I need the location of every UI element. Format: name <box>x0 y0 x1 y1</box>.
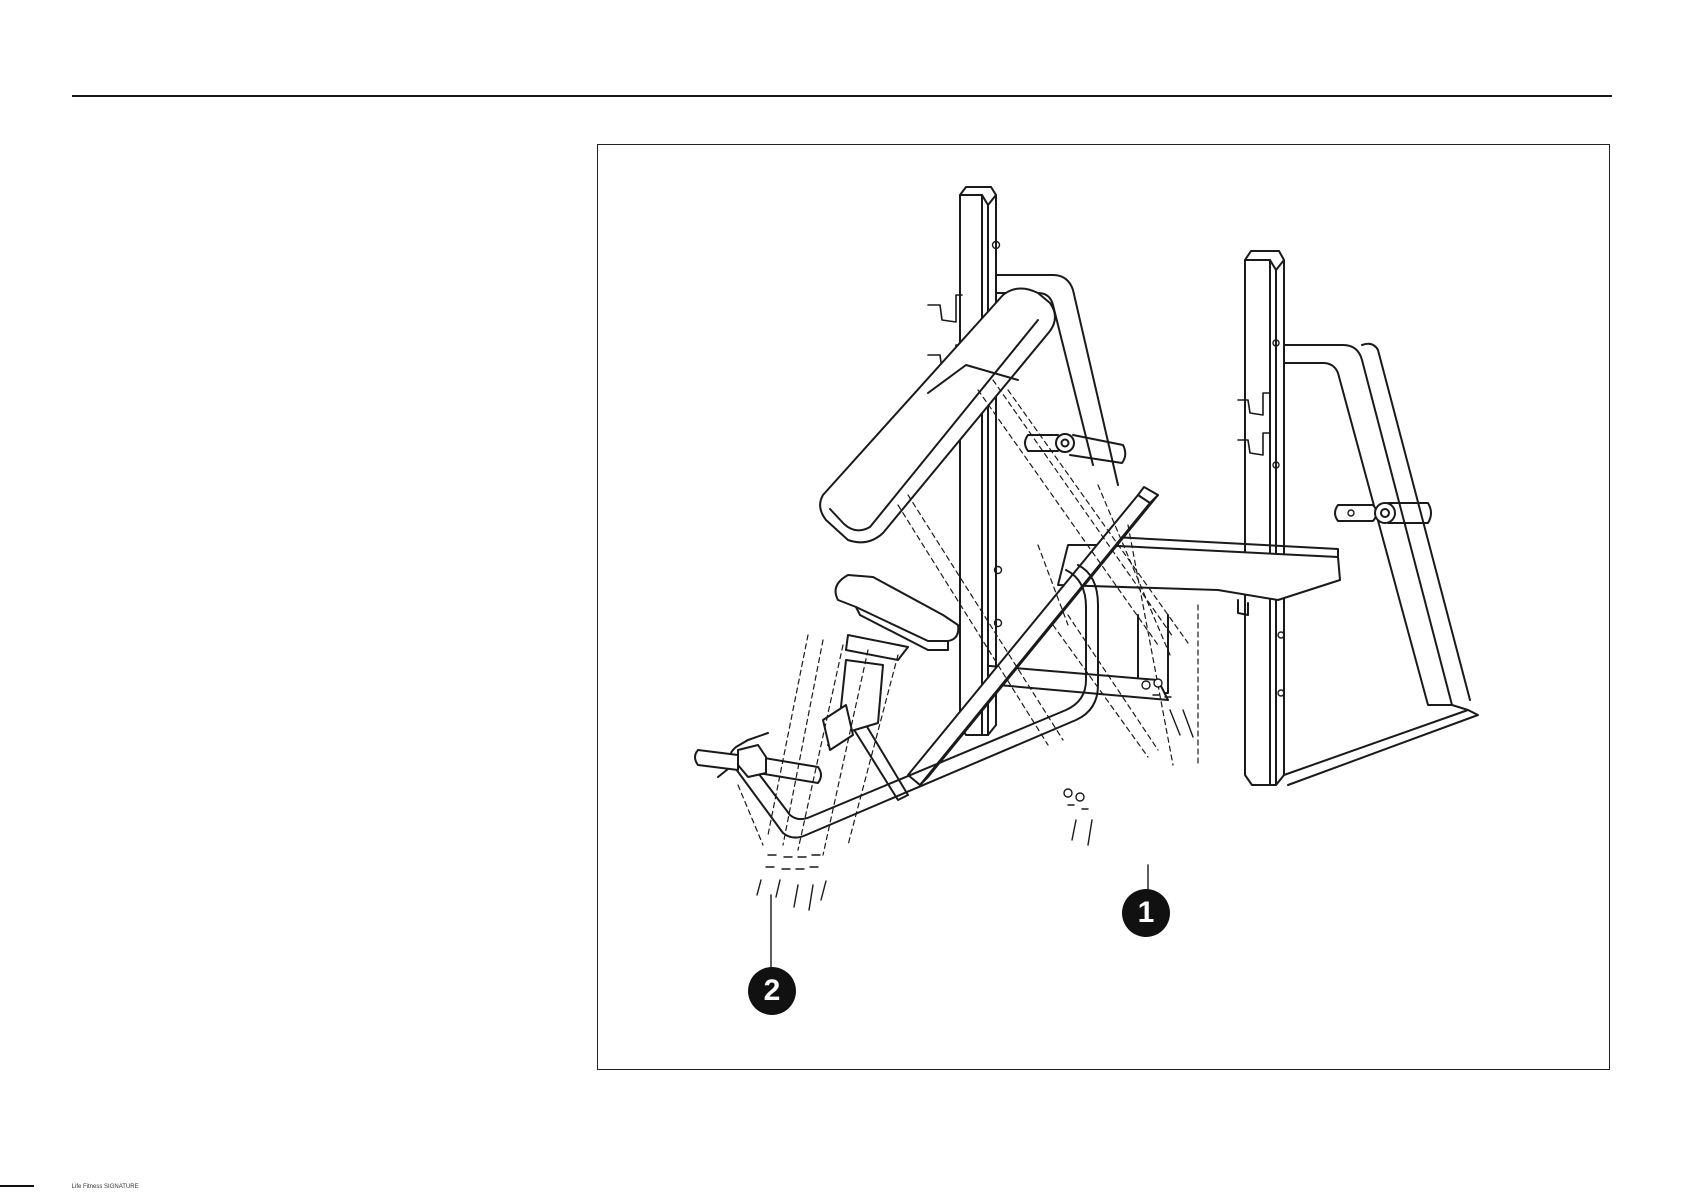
callout-1-label: 1 <box>1138 896 1155 930</box>
right-upright <box>1238 251 1478 785</box>
seat-pad <box>978 537 1340 700</box>
callout-2-label: 2 <box>764 974 781 1008</box>
header-rule <box>72 95 1612 97</box>
base-frame <box>695 487 1158 838</box>
fasteners-right <box>1064 679 1193 845</box>
back-pad <box>820 288 1055 542</box>
footer-rule <box>0 1185 34 1187</box>
bench-assembly-drawing <box>598 145 1609 1069</box>
fasteners-left <box>757 855 826 910</box>
callout-2: 2 <box>748 967 796 1015</box>
assembly-figure: 1 2 <box>597 144 1610 1070</box>
seat-cushion <box>836 575 959 660</box>
footer-text: Life Fitness SIGNATURE <box>72 1184 139 1190</box>
callout-1: 1 <box>1122 889 1170 937</box>
footer: Life Fitness SIGNATURE <box>0 1184 139 1190</box>
